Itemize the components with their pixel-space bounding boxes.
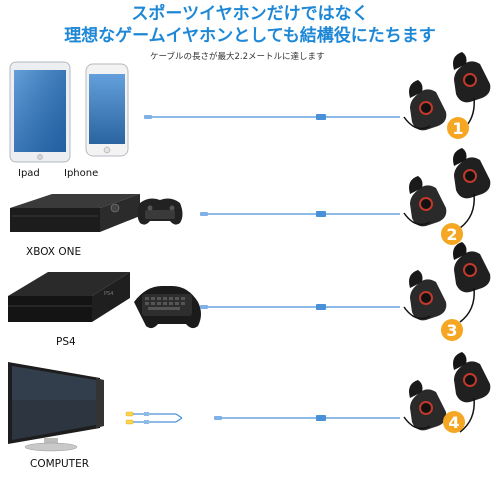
xbox-console — [10, 194, 140, 232]
earphones-3 — [403, 241, 492, 323]
ps4-controller — [134, 286, 201, 329]
cable-2-mic — [316, 211, 326, 217]
cable-4-jack — [214, 416, 222, 420]
headline-line-2: 理想なゲームイヤホンとしても結構役にたちます — [64, 26, 436, 46]
label-ps4: PS4 — [56, 336, 76, 348]
badge-1: 1 — [447, 117, 469, 139]
label-iphone: Iphone — [64, 168, 99, 179]
label-computer: COMPUTER — [30, 458, 90, 470]
cable-4-mic — [316, 415, 326, 421]
label-xbox-one: XBOX ONE — [26, 246, 82, 258]
earphones-2 — [403, 147, 492, 229]
cable-1-mic — [316, 114, 326, 120]
cable-4-splitter — [125, 411, 183, 425]
badge-1-number: 1 — [452, 119, 463, 138]
xbox-controller — [137, 198, 183, 225]
badge-2: 2 — [441, 223, 463, 245]
label-ipad: Ipad — [18, 168, 40, 179]
headline-line-1: スポーツイヤホンだけではなく — [131, 4, 369, 24]
cable-3-jack — [200, 305, 208, 309]
badge-4: 4 — [443, 411, 465, 433]
cable-3-mic — [316, 304, 326, 310]
svg-text:PS4: PS4 — [104, 291, 113, 297]
computer-monitor — [8, 362, 104, 452]
badge-3-number: 3 — [446, 321, 457, 340]
badge-2-number: 2 — [446, 225, 457, 244]
ps4-console: PS4 — [8, 272, 130, 322]
badge-3: 3 — [441, 319, 463, 341]
earphones-template — [403, 52, 491, 133]
cable-1-jack — [144, 115, 152, 119]
badge-4-number: 4 — [448, 413, 459, 432]
cable-2-jack — [200, 212, 208, 216]
cable-length-note: ケーブルの長さが最大2.2メートルに達します — [150, 52, 325, 62]
ipad-device — [9, 61, 71, 163]
iphone-device — [85, 63, 129, 157]
